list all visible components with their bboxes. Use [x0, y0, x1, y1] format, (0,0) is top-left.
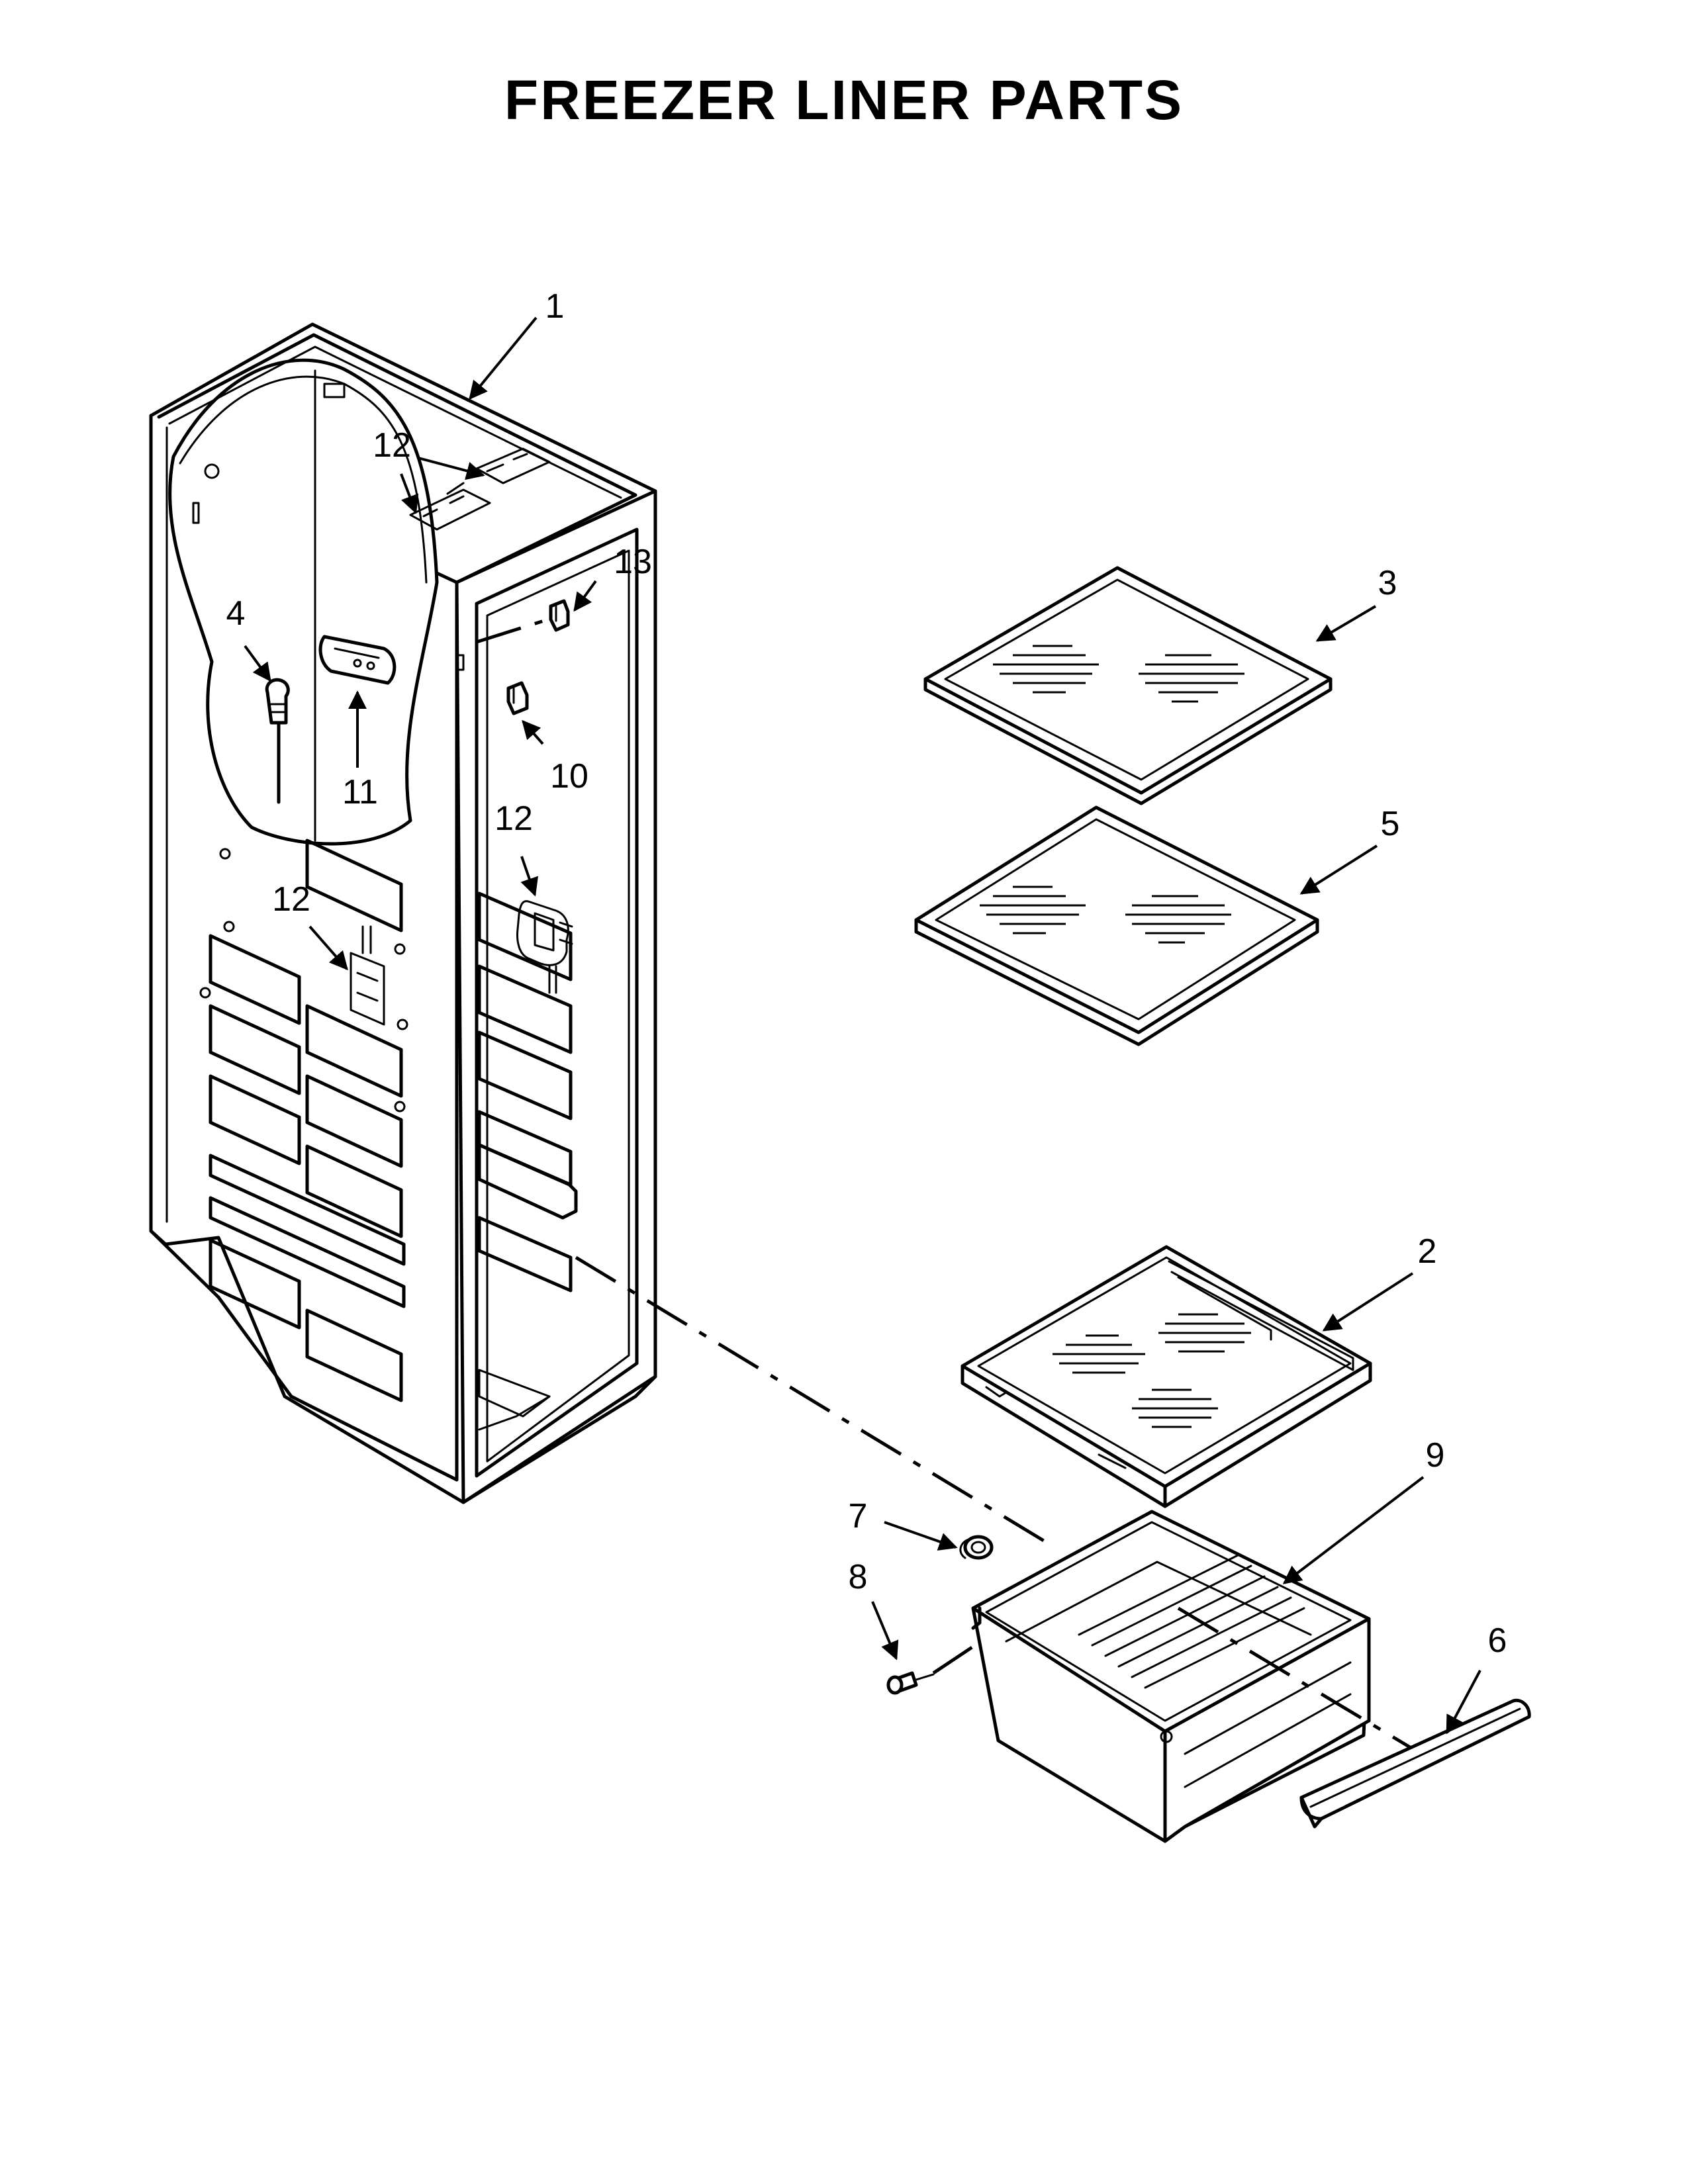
- switch-10: [506, 681, 529, 715]
- drawer-rail-6: [1299, 1698, 1531, 1829]
- shelf-5: [914, 805, 1319, 1046]
- control-board-side: [350, 925, 385, 1026]
- callout-12-right: 12: [494, 799, 533, 838]
- light-bulb-4: [265, 678, 290, 804]
- callout-4: 4: [226, 594, 246, 633]
- shelf-3-glass-lines: [993, 645, 1244, 703]
- callout-11: 11: [342, 773, 378, 811]
- diagram-title: FREEZER LINER PARTS: [504, 69, 1184, 131]
- freezer-liner: [149, 322, 657, 1504]
- callout-2: 2: [1418, 1232, 1437, 1271]
- crisper-drawer-9: [971, 1510, 1371, 1843]
- leader-lines: [244, 316, 1481, 1735]
- callout-1: 1: [545, 287, 565, 326]
- interior-wall-recesses: [477, 891, 578, 1431]
- switch-13: [549, 599, 570, 632]
- bracket-11: [318, 635, 397, 685]
- callout-12-top: 12: [373, 426, 411, 465]
- drawer-ribs: [1078, 1554, 1305, 1689]
- callout-5: 5: [1381, 805, 1400, 843]
- control-board-top: [409, 447, 551, 531]
- rail-assembly-line: [1177, 1606, 1418, 1753]
- callout-8: 8: [849, 1558, 868, 1596]
- callout-9: 9: [1426, 1436, 1445, 1475]
- callout-3: 3: [1378, 564, 1397, 602]
- part-7-grommet: [959, 1535, 994, 1560]
- side-panel-recesses: [199, 839, 408, 1402]
- assembly-line: [575, 1255, 1054, 1548]
- part-8-screw: [886, 1642, 978, 1695]
- callout-13: 13: [614, 543, 652, 581]
- callout-6: 6: [1488, 1621, 1507, 1660]
- callout-7: 7: [849, 1497, 868, 1535]
- shelf-3: [923, 566, 1333, 805]
- light-housing-interior: [516, 900, 573, 994]
- callout-12-left: 12: [272, 880, 310, 919]
- shelf-5-glass-lines: [980, 886, 1231, 944]
- cover-glass-lines: [1053, 1313, 1251, 1428]
- crisper-cover-2: [961, 1245, 1372, 1508]
- callout-labels: 1 3 5 2 9 6 7 8 4 11 10 13 12 12 12: [226, 287, 1507, 1660]
- callout-10: 10: [550, 757, 588, 796]
